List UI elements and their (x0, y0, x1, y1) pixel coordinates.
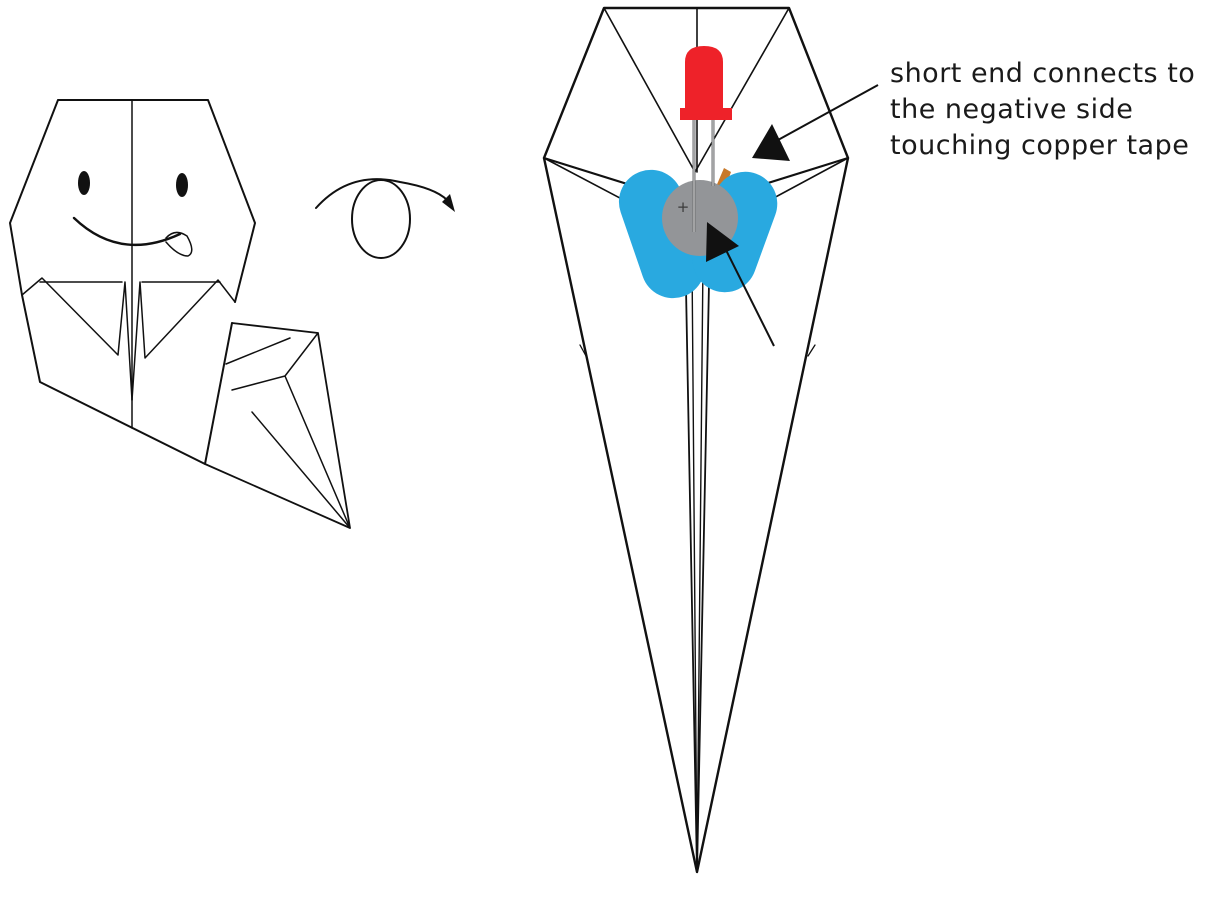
pointer-arrow-icon (706, 84, 879, 347)
ghost-origami-icon (9, 99, 351, 529)
annotation-line-2: the negative side (890, 94, 1134, 125)
battery-plus-sign: + (677, 198, 690, 216)
folded-paper-cone-icon (542, 6, 850, 874)
annotation-line-3: touching copper tape (890, 130, 1190, 161)
annotation-line-1: short end connects to (890, 58, 1196, 89)
annotation-text: short end connects to the negative side … (890, 56, 1195, 164)
ghost-eye-right (176, 173, 188, 197)
flip-over-arrow-icon (315, 178, 455, 259)
led-icon (680, 46, 732, 232)
ghost-eye-left (78, 171, 90, 195)
